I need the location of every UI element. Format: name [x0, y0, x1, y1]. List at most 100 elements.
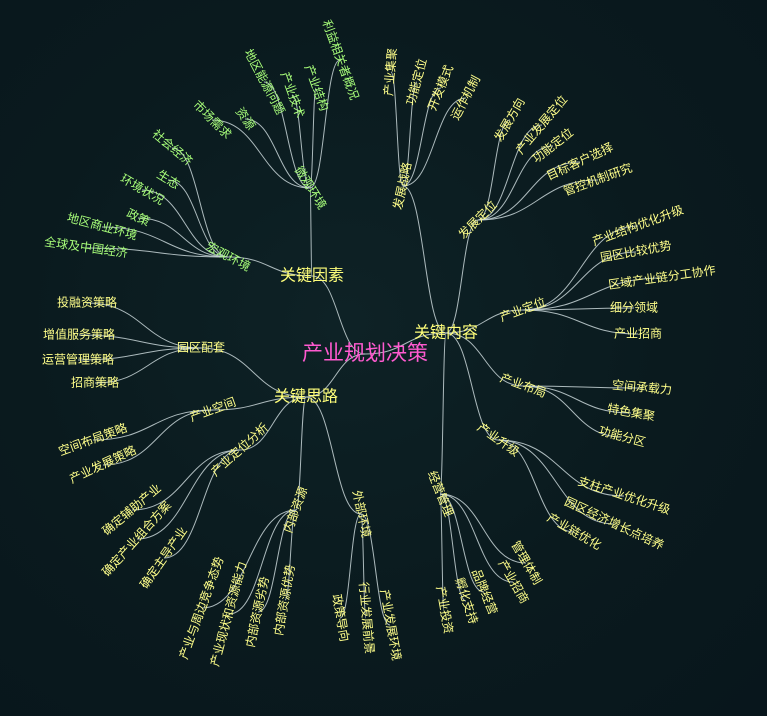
edge-root-main	[305, 353, 366, 398]
edge-sub-leaf	[439, 493, 445, 611]
main-branch-node: 关键因素	[280, 266, 344, 285]
edge-sub-leaf	[522, 307, 635, 311]
edge-sub-leaf	[497, 439, 575, 533]
edge-sub-leaf	[402, 81, 418, 187]
leaf-node: 运营管理策略	[42, 352, 114, 367]
edge-sub-leaf	[522, 385, 643, 389]
edge-sub-leaf	[201, 509, 297, 609]
edge-sub-leaf	[211, 119, 311, 189]
edge-main-sub	[295, 396, 307, 511]
edge-sub-leaf	[228, 509, 297, 615]
edge-sub-leaf	[477, 179, 599, 221]
edge-sub-leaf	[94, 347, 202, 384]
edge-main-sub	[239, 396, 307, 451]
leaf-node: 利益相关者概况	[320, 18, 362, 102]
leaf-node: 内部资源劣势	[242, 575, 272, 649]
edge-sub-leaf	[78, 334, 202, 349]
leaf-node: 政策导向	[329, 593, 352, 643]
edge-sub-leaf	[86, 302, 202, 349]
sub-branch-node: 外部环境	[350, 489, 375, 539]
leaf-node: 功能定位	[403, 57, 430, 107]
edge-main-sub	[445, 219, 479, 334]
edge-sub-leaf	[244, 118, 311, 189]
edge-sub-leaf	[439, 493, 485, 593]
root-node: 产业规划决策	[302, 341, 428, 365]
leaf-node: 运作机制	[448, 73, 483, 122]
sub-branch-node: 产业定位分析	[208, 420, 272, 479]
sub-branch-node: 发展战略	[390, 161, 415, 211]
edge-sub-leaf	[85, 247, 229, 258]
edge-sub-leaf	[477, 124, 543, 221]
edge-sub-leaf	[77, 347, 202, 361]
leaf-node: 产业集聚	[380, 47, 399, 96]
edge-sub-leaf	[92, 409, 214, 441]
leaf-node: 开发模式	[424, 63, 456, 113]
edge-sub-leaf	[141, 189, 229, 258]
node-labels: 产业规划决策关键因素微观环境利益相关者概况产业结构产业技术地区能源问题资源市场需…	[42, 18, 716, 668]
edge-sub-leaf	[497, 439, 625, 497]
leaf-node: 投融资策略	[57, 295, 117, 310]
edge-sub-leaf	[477, 119, 511, 221]
edge-main-sub	[439, 332, 447, 495]
edge-sub-leaf	[309, 87, 317, 189]
main-branch-node: 关键内容	[414, 323, 478, 342]
leaf-node: 增值服务策略	[43, 327, 115, 342]
edge-sub-leaf	[522, 385, 623, 438]
edge-sub-leaf	[167, 179, 229, 258]
sub-branch-node: 经营管理	[425, 469, 457, 519]
edge-sub-leaf	[522, 277, 663, 311]
edge-main-sub	[227, 256, 313, 277]
edge-sub-leaf	[263, 81, 311, 189]
edge-sub-leaf	[522, 251, 637, 311]
edge-sub-leaf	[137, 217, 229, 258]
edge-sub-leaf	[477, 145, 554, 221]
edge-sub-leaf	[136, 449, 241, 540]
leaf-node: 细分领域	[610, 301, 658, 315]
edge-sub-leaf	[522, 309, 639, 335]
edge-sub-leaf	[360, 513, 391, 626]
edge-root-main	[311, 275, 366, 355]
leaf-node: 社会经济	[149, 126, 195, 168]
edge-main-sub	[305, 396, 362, 515]
sub-branch-node: 园区配套	[177, 341, 225, 355]
edge-sub-leaf	[497, 439, 615, 525]
leaf-node: 产业投资	[433, 585, 456, 635]
leaf-node: 产业结构	[302, 63, 333, 113]
connector-lines	[77, 59, 663, 626]
sub-branch-node: 产业布局	[498, 371, 548, 401]
leaf-node: 全球及中国经济	[43, 234, 128, 261]
edge-main-sub	[309, 187, 313, 277]
edge-main-sub	[200, 347, 307, 398]
leaf-node: 招商策略	[71, 375, 119, 390]
edge-sub-leaf	[390, 71, 404, 187]
sub-branch-node: 产业升级	[475, 420, 522, 459]
edge-sub-leaf	[102, 409, 214, 466]
edge-sub-leaf	[257, 509, 297, 613]
edge-sub-leaf	[339, 513, 362, 619]
sub-branch-node: 产业定位	[498, 294, 548, 325]
leaf-node: 市场需求	[190, 97, 235, 142]
leaf-node: 特色集聚	[606, 400, 656, 423]
edge-sub-leaf	[522, 225, 639, 311]
edge-sub-leaf	[360, 513, 367, 619]
edge-main-sub	[212, 396, 307, 411]
edge-main-sub	[402, 185, 447, 334]
leaf-node: 空间承载力	[612, 378, 673, 397]
edge-sub-leaf	[439, 493, 467, 602]
leaf-node: 生态	[154, 167, 182, 192]
edge-sub-leaf	[477, 161, 581, 221]
main-branch-node: 关键思路	[274, 387, 338, 406]
edge-main-sub	[445, 332, 499, 441]
leaf-node: 功能分区	[597, 424, 647, 450]
edge-sub-leaf	[101, 226, 229, 258]
edge-sub-leaf	[163, 449, 241, 559]
edge-sub-leaf	[439, 493, 514, 583]
edge-sub-leaf	[131, 449, 241, 511]
edge-main-sub	[445, 332, 524, 387]
leaf-node: 产业结构优化升级	[590, 202, 685, 249]
sub-branch-node: 产业空间	[188, 395, 238, 425]
edge-sub-leaf	[309, 59, 341, 189]
sub-branch-node: 内部资源	[280, 485, 311, 535]
edge-root-main	[364, 332, 447, 355]
